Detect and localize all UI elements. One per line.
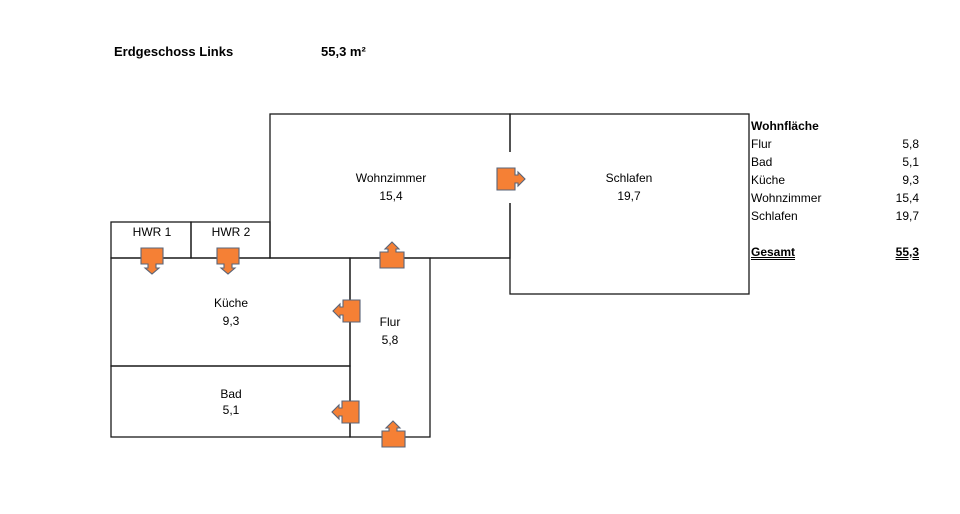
- room-area-kueche: 9,3: [223, 314, 240, 328]
- door-arrow-down-icon: [216, 247, 240, 275]
- room-label-wohnzimmer: Wohnzimmer: [356, 171, 426, 185]
- area-legend: Wohnfläche Flur 5,8 Bad 5,1 Küche 9,3 Wo…: [751, 117, 919, 261]
- room-area-bad: 5,1: [223, 403, 240, 417]
- legend-row: Schlafen 19,7: [751, 207, 919, 225]
- legend-value: 5,8: [902, 137, 919, 151]
- room-area-flur: 5,8: [382, 333, 399, 347]
- legend-total-value: 55,3: [895, 245, 919, 259]
- legend-value: 9,3: [902, 173, 919, 187]
- legend-label: Flur: [751, 137, 772, 151]
- floor-title: Erdgeschoss Links: [114, 44, 234, 59]
- wall-kueche: [110, 257, 351, 367]
- legend-row: Flur 5,8: [751, 135, 919, 153]
- door-arrow-up-icon: [381, 420, 406, 448]
- legend-label: Schlafen: [751, 209, 798, 223]
- room-label-schlafen: Schlafen: [606, 171, 653, 185]
- legend-heading: Wohnfläche: [751, 119, 819, 133]
- wall-flur: [349, 257, 431, 438]
- door-arrow-down-icon: [140, 247, 164, 275]
- legend-label: Bad: [751, 155, 773, 169]
- legend-value: 15,4: [895, 191, 919, 205]
- wall-wohnzimmer: [269, 113, 511, 259]
- floor-total-area: 55,3 m²: [321, 44, 366, 59]
- room-area-wohnzimmer: 15,4: [379, 189, 403, 203]
- room-label-hwr2: HWR 2: [212, 225, 251, 239]
- room-label-flur: Flur: [380, 315, 401, 329]
- room-label-bad: Bad: [220, 387, 241, 401]
- wall-schlafen: [509, 113, 750, 295]
- legend-row: Küche 9,3: [751, 171, 919, 189]
- legend-value: 5,1: [902, 155, 919, 169]
- legend-label: Wohnzimmer: [751, 191, 822, 205]
- room-label-hwr1: HWR 1: [133, 225, 172, 239]
- walls: [110, 113, 750, 438]
- room-area-schlafen: 19,7: [617, 189, 641, 203]
- legend-value: 19,7: [895, 209, 919, 223]
- door-arrow-up-icon: [379, 241, 405, 269]
- legend-row: Wohnzimmer 15,4: [751, 189, 919, 207]
- legend-label: Küche: [751, 173, 786, 187]
- door-markers: [140, 167, 526, 448]
- legend-total-label: Gesamt: [751, 245, 796, 259]
- door-arrow-right-icon: [496, 167, 526, 191]
- room-label-kueche: Küche: [214, 296, 248, 310]
- wall-bad: [110, 365, 351, 438]
- legend-row: Bad 5,1: [751, 153, 919, 171]
- legend-total-row: Gesamt 55,3: [751, 243, 919, 261]
- door-arrow-left-icon: [332, 299, 361, 323]
- door-arrow-left-icon: [331, 400, 360, 424]
